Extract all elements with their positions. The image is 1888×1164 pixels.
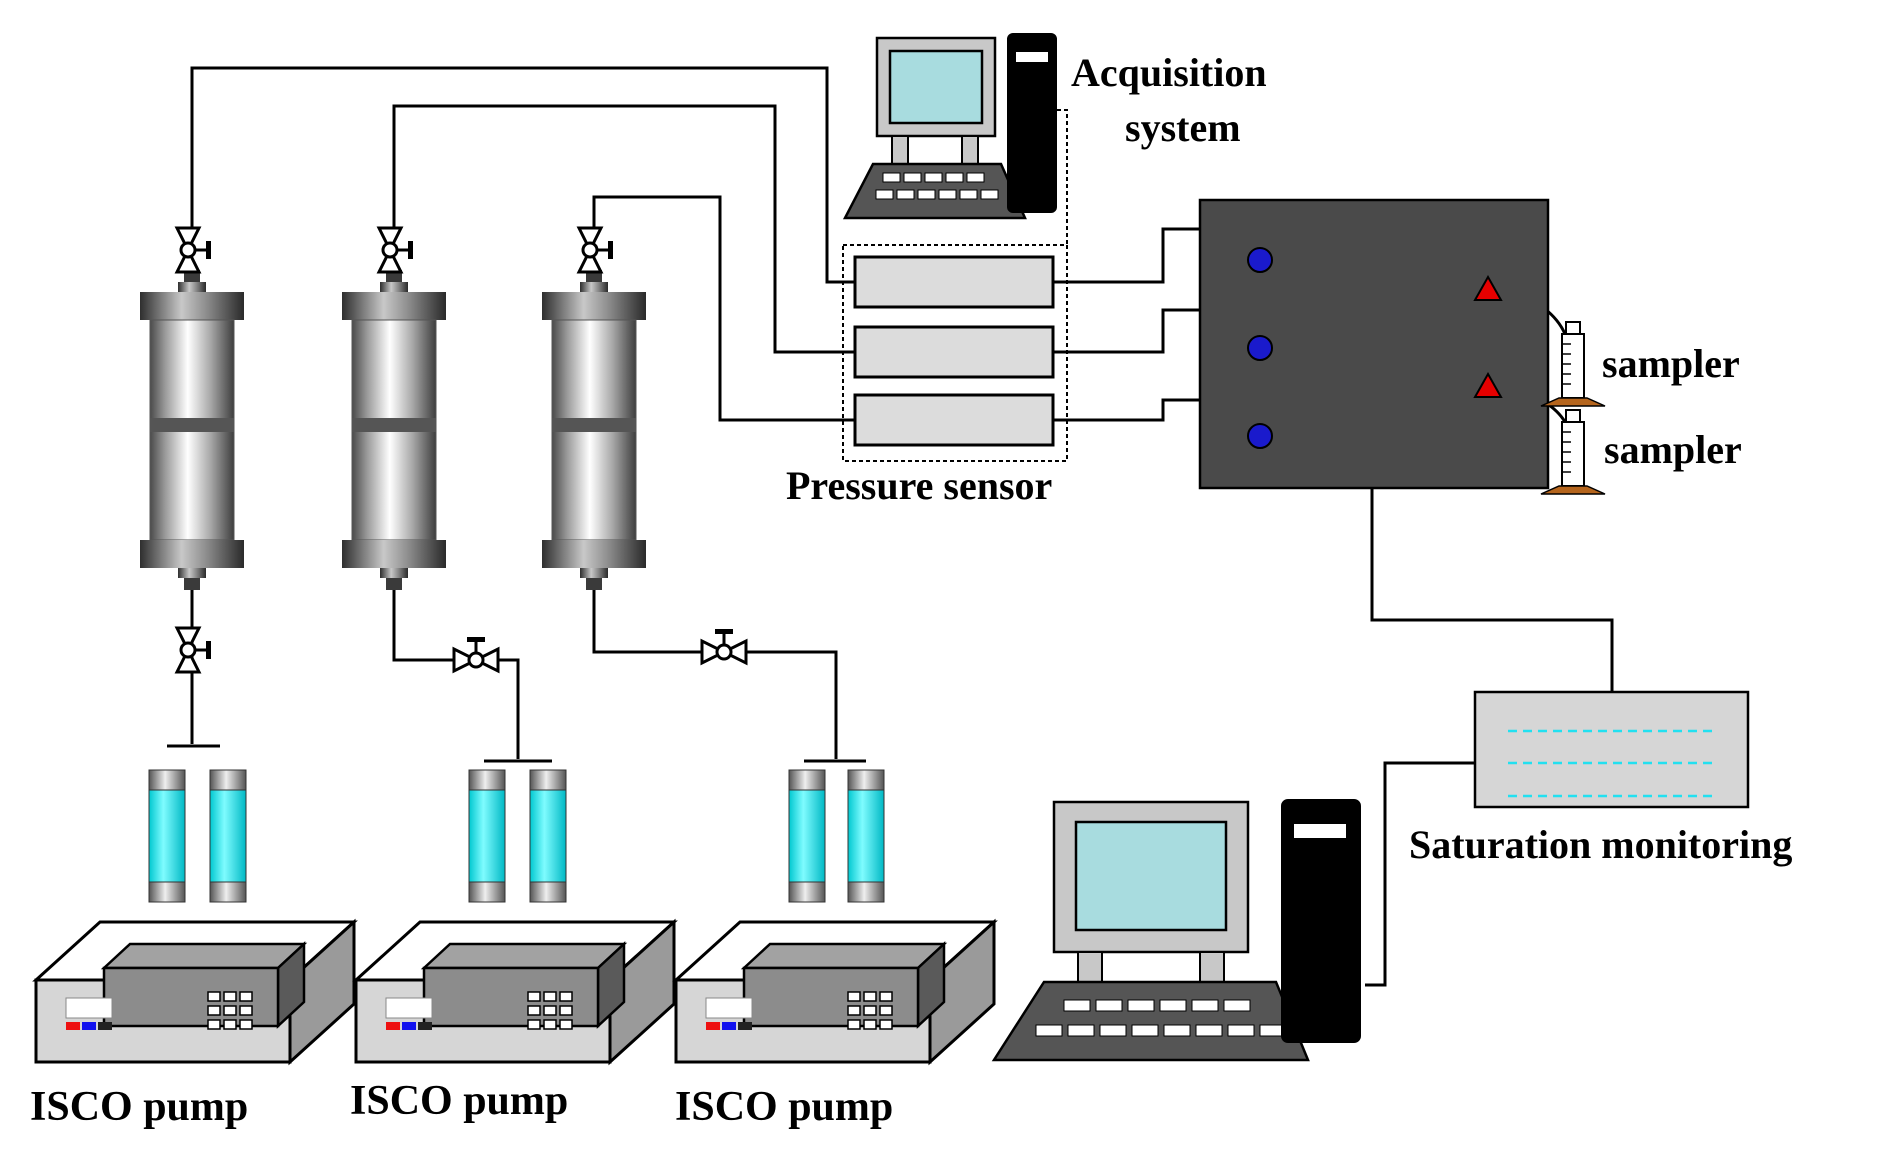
isco-pump-icon — [674, 920, 996, 1064]
pressure-sensor-icon — [853, 325, 1055, 379]
pressure-port-1 — [1247, 247, 1273, 273]
acquisition-system-label-line1: Acquisition — [1071, 50, 1267, 95]
valve-icon — [175, 626, 213, 674]
pressure-sensor-enclosure — [842, 244, 1068, 462]
saturation-monitoring-label: Saturation monitoring — [1409, 822, 1793, 867]
isco-pump-3 — [674, 769, 996, 1064]
pipe-acc3-top-to-sensor3 — [592, 195, 855, 422]
pump-cylinder-icon — [847, 769, 885, 903]
sampler-label-1: sampler — [1602, 341, 1740, 386]
accumulator-icon — [541, 269, 647, 591]
isco-pump-label-3: ISCO pump — [675, 1084, 894, 1130]
pressure-sensor-icon — [853, 393, 1055, 447]
pipe-acc1-top-to-sensor1 — [190, 66, 855, 284]
wire-saturation-monitor-to-computer — [1365, 761, 1475, 987]
isco-pump-icon — [34, 920, 356, 1064]
pipe-network — [167, 66, 1614, 987]
valve-icon — [175, 226, 213, 274]
valve-icon — [577, 226, 615, 274]
accumulator-icon — [341, 269, 447, 591]
isco-pump-label-2: ISCO pump — [350, 1078, 569, 1124]
pump-cylinder-icon — [468, 769, 506, 903]
valve-icon — [700, 627, 748, 665]
pressure-port-3 — [1247, 423, 1273, 449]
wire-core-to-saturation-monitor — [1370, 488, 1614, 692]
pipe-acc2-top-to-sensor2 — [392, 104, 855, 354]
isco-pump-1 — [34, 769, 356, 1064]
pump-cylinder-icon — [209, 769, 247, 903]
pressure-sensor-label: Pressure sensor — [786, 463, 1053, 508]
accumulator-icon — [139, 269, 245, 591]
outlet-marker-1 — [1473, 274, 1503, 301]
acquisition-system-label-line2: system — [1125, 105, 1241, 150]
pump-cylinder-icon — [788, 769, 826, 903]
isco-pump-label-1: ISCO pump — [30, 1084, 249, 1130]
saturation-monitor-icon — [1473, 690, 1750, 809]
acquisition-computer-icon — [842, 33, 1057, 220]
sampler-label-2: sampler — [1604, 427, 1742, 472]
acquisition-link-dashed — [1008, 109, 1068, 245]
isco-pump-2 — [354, 769, 676, 1064]
pump-cylinder-icon — [529, 769, 567, 903]
sampler-tube-icon — [1540, 321, 1606, 407]
pump-cylinder-icon — [148, 769, 186, 903]
outlet-marker-2 — [1473, 371, 1503, 398]
saturation-computer-icon — [991, 799, 1361, 1062]
isco-pump-icon — [354, 920, 676, 1064]
pressure-port-2 — [1247, 335, 1273, 361]
valve-icon — [452, 635, 500, 673]
core-holder-icon — [1198, 198, 1550, 490]
pressure-sensor-icon — [853, 255, 1055, 309]
valve-icon — [377, 226, 415, 274]
sampler-tube-icon — [1540, 409, 1606, 495]
